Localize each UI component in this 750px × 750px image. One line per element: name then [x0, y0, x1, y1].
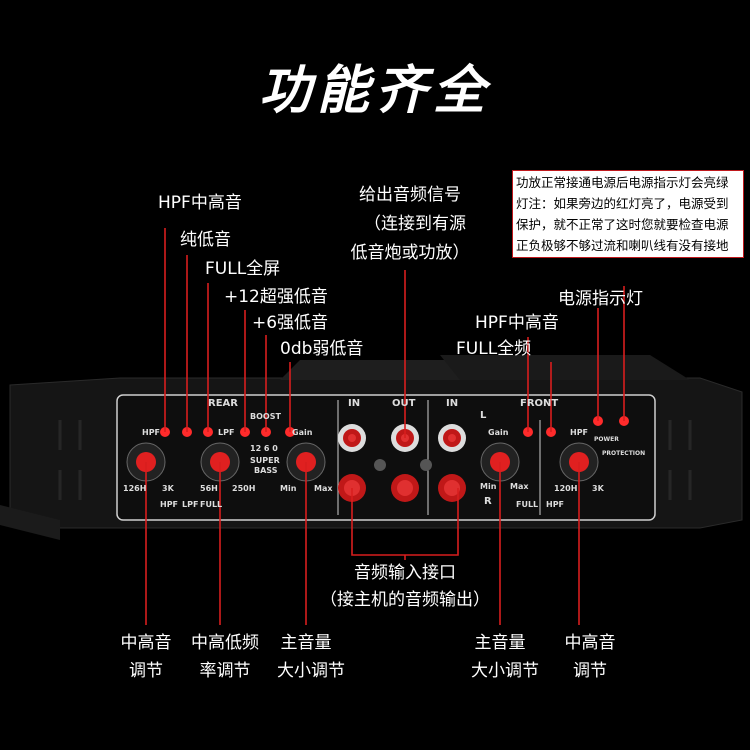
label-plus6-strong-bass: +6强低音 — [252, 313, 329, 333]
power-label: POWER — [594, 436, 619, 443]
min-label: Min — [280, 484, 297, 493]
gain-label-front: Gain — [488, 428, 509, 437]
bottom-label-1-line2: 调节 — [129, 661, 163, 681]
label-output-line3: 低音炮或功放） — [350, 243, 470, 263]
super-label: SUPER — [250, 456, 280, 465]
gain-label: Gain — [292, 428, 313, 437]
panel-text: REAR BOOST IN OUT IN FRONT L R HPF LPF G… — [120, 398, 660, 518]
bottom-label-4-line2: 大小调节 — [471, 661, 539, 681]
freq-3k: 3K — [162, 484, 174, 493]
switch-hpf-front: HPF — [546, 500, 565, 509]
label-front-full: FULL全频 — [456, 339, 532, 359]
switch-full-front: FULL — [516, 500, 539, 509]
label-input-line1: 音频输入接口 — [354, 563, 456, 583]
freq-250h: 250H — [232, 484, 256, 493]
switch-hpf: HPF — [160, 500, 179, 509]
page-title: 功能齐全 — [258, 61, 491, 121]
bass-label: BASS — [254, 466, 278, 475]
bottom-label-5-line1: 中高音 — [564, 633, 616, 653]
left-channel-label: L — [480, 410, 487, 421]
bottom-label-4-line1: 主音量 — [474, 633, 526, 653]
right-channel-label: R — [484, 496, 492, 507]
max-label-front: Max — [510, 482, 529, 491]
note-box: 功放正常接通电源后电源指示灯会亮绿灯注：如果旁边的红灯亮了，电源受到保护，就不正… — [512, 170, 744, 258]
lpf-label: LPF — [218, 428, 235, 437]
bottom-label-5-line2: 调节 — [573, 661, 607, 681]
in-label: IN — [348, 398, 361, 409]
freq-120h: 120H — [554, 484, 578, 493]
bottom-label-2-line1: 中高低频 — [191, 633, 259, 653]
label-front-hpf: HPF中高音 — [475, 313, 559, 333]
max-label: Max — [314, 484, 333, 493]
switch-full: FULL — [200, 500, 223, 509]
min-label-front: Min — [480, 482, 497, 491]
front-label: FRONT — [520, 398, 559, 409]
label-0db-weak-bass: 0db弱低音 — [280, 339, 364, 359]
label-output-line1: 给出音频信号 — [359, 185, 461, 205]
bottom-label-3-line1: 主音量 — [280, 633, 332, 653]
boost-values: 12 6 0 — [250, 444, 278, 453]
label-input-line2: （接主机的音频输出） — [320, 590, 490, 610]
boost-label: BOOST — [250, 412, 281, 421]
label-pure-bass: 纯低音 — [180, 230, 231, 250]
label-power-led: 电源指示灯 — [558, 289, 643, 309]
out-label: OUT — [392, 398, 416, 409]
label-plus12-super-bass: +12超强低音 — [224, 287, 328, 307]
label-hpf-mid-high: HPF中高音 — [158, 193, 242, 213]
freq-56h: 56H — [200, 484, 218, 493]
control-panel — [116, 394, 656, 521]
in-label-front: IN — [446, 398, 459, 409]
label-full-screen: FULL全屏 — [205, 259, 281, 279]
hpf-label: HPF — [142, 428, 161, 437]
switch-lpf: LPF — [182, 500, 199, 509]
label-output-line2: （连接到有源 — [364, 214, 466, 234]
protection-label: PROTECTION — [602, 450, 646, 457]
rear-label: REAR — [208, 398, 238, 409]
bottom-label-1-line1: 中高音 — [120, 633, 172, 653]
freq-126h: 126H — [123, 484, 147, 493]
hpf-label-front: HPF — [570, 428, 589, 437]
freq-3k-front: 3K — [592, 484, 604, 493]
bottom-label-3-line2: 大小调节 — [277, 661, 345, 681]
bottom-label-2-line2: 率调节 — [199, 661, 251, 681]
